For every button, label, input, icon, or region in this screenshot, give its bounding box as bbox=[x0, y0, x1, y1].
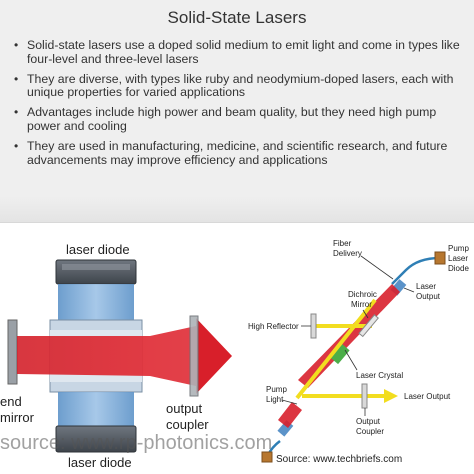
pump-laser-diode-label-line2: Laser bbox=[448, 254, 468, 263]
pump-light-bottom bbox=[58, 392, 134, 426]
output-coupler-label-line2: coupler bbox=[166, 417, 209, 432]
laser-output-right-label: Laser Output bbox=[404, 392, 451, 401]
high-reflector-label: High Reflector bbox=[248, 322, 299, 331]
right-laser-figure: Fiber Delivery Pump Laser Diode Laser Ou… bbox=[248, 239, 469, 465]
output-coupler bbox=[189, 315, 199, 397]
laser-figures: laser diode end mirror output coupler so… bbox=[0, 239, 469, 470]
right-watermark: Source: www.techbriefs.com bbox=[276, 454, 402, 465]
bullet-list: • Solid-state lasers use a doped solid me… bbox=[14, 38, 466, 173]
laser-crystal-green bbox=[330, 343, 350, 365]
output-coupler-label-line1: output bbox=[166, 401, 203, 416]
pump-light-top bbox=[58, 284, 134, 320]
laser-output-top-leader bbox=[403, 287, 415, 293]
laser-beam-arrow bbox=[196, 318, 232, 394]
laser-output-arrow bbox=[384, 389, 398, 403]
fiber-delivery-label-line1: Fiber bbox=[333, 239, 352, 248]
laser-diode-top-label: laser diode bbox=[66, 242, 130, 257]
page-title: Solid-State Lasers bbox=[167, 8, 307, 27]
dichroic-mirror-label-line2: Mirror bbox=[351, 300, 372, 309]
bullet-item: • They are diverse, with types like ruby … bbox=[14, 71, 466, 101]
summary-card: Solid-State Lasers • Solid-state lasers u… bbox=[0, 0, 474, 223]
end-mirror-label-line2: mirror bbox=[0, 410, 35, 425]
laser-beam-diagonal bbox=[295, 298, 377, 400]
output-coupler-right-label-line2: Coupler bbox=[356, 427, 384, 436]
pump-laser-diode-label-line3: Diode bbox=[448, 264, 469, 273]
output-coupler-mirror bbox=[361, 383, 368, 409]
pump-laser-diode-label-line1: Pump bbox=[448, 244, 469, 253]
laser-crystal-label: Laser Crystal bbox=[356, 371, 403, 380]
fiber-delivery-label-line2: Delivery bbox=[333, 249, 362, 258]
end-mirror bbox=[7, 319, 18, 385]
dichroic-mirror bbox=[358, 314, 379, 338]
pump-laser-diode-box bbox=[434, 251, 446, 265]
high-reflector-mirror bbox=[310, 313, 317, 339]
bullet-text: Advantages include high power and beam q… bbox=[27, 105, 437, 133]
bullet-item: • Advantages include high power and beam … bbox=[14, 105, 466, 134]
laser-output-top-label-line1: Laser bbox=[416, 282, 436, 291]
left-watermark: source: www.rp-photonics.com bbox=[0, 432, 272, 454]
end-mirror-label-line1: end bbox=[0, 394, 22, 409]
laser-beam bbox=[17, 326, 196, 386]
bullet-icon: • bbox=[14, 71, 19, 86]
laser-crystal-leader bbox=[344, 349, 358, 371]
pump-light-label-line2: Light bbox=[266, 395, 284, 404]
left-laser-figure: laser diode end mirror output coupler so… bbox=[0, 242, 272, 470]
bullet-text: They are diverse, with types like ruby a… bbox=[27, 71, 454, 100]
fiber-delivery-leader bbox=[360, 255, 394, 280]
bullet-text: Solid-state lasers use a doped solid med… bbox=[27, 38, 460, 66]
bottom-laser-diode bbox=[55, 425, 137, 453]
bullet-icon: • bbox=[14, 138, 19, 153]
dichroic-leader bbox=[362, 309, 369, 319]
laser-diode-bottom-label: laser diode bbox=[68, 455, 132, 470]
pump-light-label-line1: Pump bbox=[266, 385, 287, 394]
top-laser-diode-highlight bbox=[62, 264, 130, 270]
top-laser-diode bbox=[55, 259, 137, 285]
bullet-icon: • bbox=[14, 105, 19, 120]
bullet-item: • They are used in manufacturing, medicin… bbox=[14, 138, 466, 168]
bullet-icon: • bbox=[14, 38, 19, 52]
dichroic-mirror-label-line1: Dichroic bbox=[348, 290, 377, 299]
pump-light-leader bbox=[281, 399, 298, 405]
pump-beam-lower bbox=[278, 402, 302, 428]
laser-output-top-label-line2: Output bbox=[416, 292, 441, 301]
bullet-item: • Solid-state lasers use a doped solid me… bbox=[14, 38, 466, 67]
output-coupler-right-label-line1: Output bbox=[356, 417, 381, 426]
bottom-fiber-connector bbox=[261, 451, 273, 463]
bullet-text: They are used in manufacturing, medicine… bbox=[27, 138, 448, 167]
